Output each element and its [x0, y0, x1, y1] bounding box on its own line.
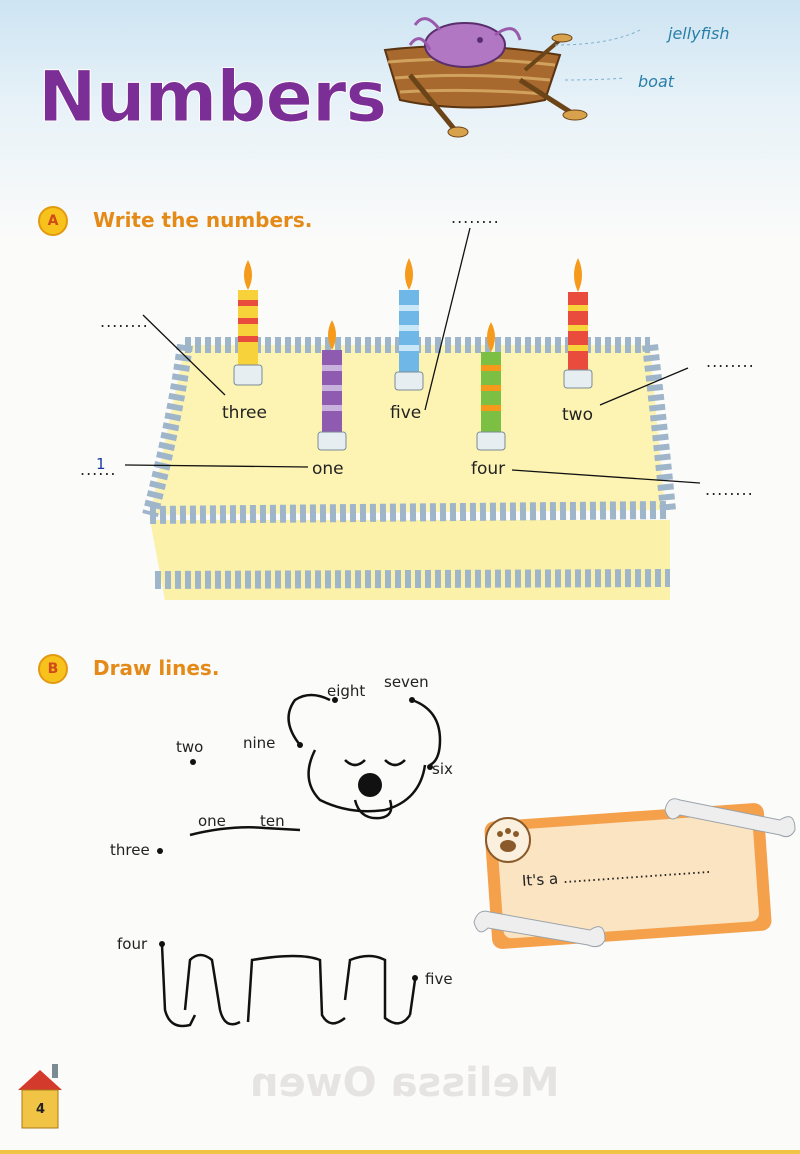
word-five: five — [390, 403, 422, 423]
house-icon — [18, 1064, 62, 1129]
word-four: four — [471, 459, 506, 479]
page-title: Numbers — [37, 56, 387, 139]
jellyfish-illustration — [408, 17, 522, 68]
dot-three — [157, 848, 163, 854]
dot-four — [159, 941, 165, 947]
dog-body — [160, 944, 417, 1028]
line-one — [124, 464, 309, 468]
candle-green-orange — [476, 322, 506, 451]
dot-six — [427, 764, 433, 770]
word-one: one — [312, 459, 344, 479]
word-ten: ten — [260, 812, 285, 830]
word-one-b: one — [198, 812, 226, 830]
word-two: two — [562, 405, 593, 425]
label-jellyfish: jellyfish — [668, 24, 730, 43]
blank-left-answer[interactable]: ...... — [80, 460, 117, 479]
section-a-instruction: Write the numbers. — [93, 208, 313, 232]
jellyfish-leader — [554, 29, 641, 46]
blank-top-left[interactable]: ........ — [100, 312, 149, 331]
blank-right-lower[interactable]: ........ — [705, 480, 754, 499]
section-b-instruction: Draw lines. — [93, 656, 220, 680]
blank-left-answer-value: 1 — [96, 455, 106, 473]
blank-top-center[interactable]: ........ — [451, 208, 500, 227]
candle-purple — [317, 320, 347, 451]
word-four-b: four — [117, 935, 148, 953]
answer-card — [473, 798, 796, 949]
dot-seven — [409, 697, 415, 703]
boat-illustration — [383, 33, 588, 138]
candle-yellow-red — [233, 260, 263, 386]
word-nine: nine — [243, 734, 276, 752]
word-eight: eight — [327, 682, 366, 700]
dot-eight — [332, 697, 338, 703]
word-seven: seven — [384, 673, 429, 691]
candle-red-yellow — [563, 258, 593, 389]
page-number: 4 — [36, 1102, 46, 1117]
cake-illustration — [142, 337, 676, 600]
word-three-b: three — [110, 841, 150, 859]
sky-background — [0, 0, 800, 240]
blank-right-upper[interactable]: ........ — [706, 352, 755, 371]
dot-nine — [297, 742, 303, 748]
word-six: six — [432, 760, 453, 778]
line-four — [511, 469, 701, 484]
candle-blue — [394, 258, 424, 391]
line-three — [142, 314, 226, 396]
word-three: three — [222, 403, 267, 423]
dot-five — [412, 975, 418, 981]
bottom-stripe — [0, 1150, 800, 1154]
line-five — [424, 227, 471, 411]
section-b-badge: B — [38, 654, 68, 684]
label-boat: boat — [638, 72, 675, 91]
section-a-badge: A — [38, 206, 68, 236]
boat-leader — [564, 77, 626, 81]
dog-nose — [358, 773, 382, 797]
line-two — [599, 367, 689, 406]
dog-drawing — [287, 693, 442, 820]
line-one-ten — [189, 826, 301, 837]
dot-two — [190, 759, 196, 765]
word-two-b: two — [176, 738, 204, 756]
word-five-b: five — [425, 970, 453, 988]
